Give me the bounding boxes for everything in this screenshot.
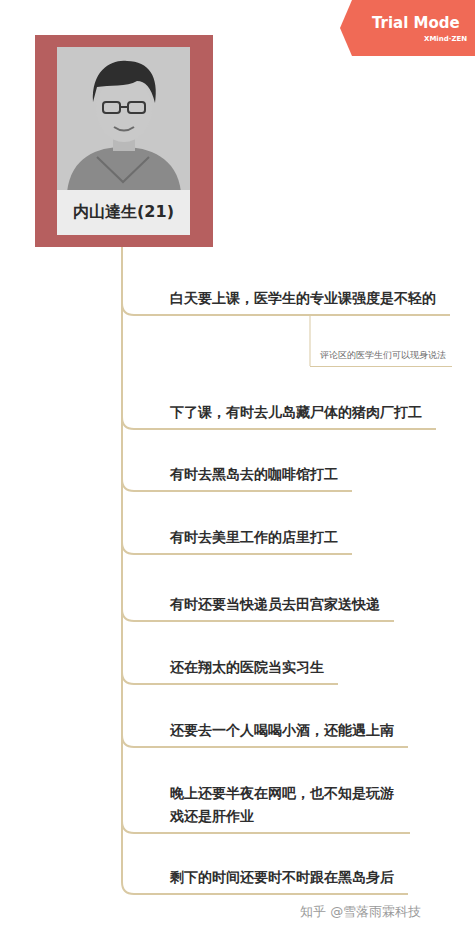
topic-text: 晚上还要半夜在网吧，也不知是玩游戏还是肝作业 (170, 782, 396, 827)
topic-text: 白天要上课，医学生的专业课强度是不轻的 (170, 287, 436, 309)
name-panel: 内山達生(21) (57, 190, 190, 235)
branch-line (122, 247, 155, 747)
topic-text: 评论区的医学生们可以现身说法 (320, 349, 446, 363)
branch-topic: 有时去美里工作的店里打工 (155, 523, 352, 555)
branch-line (122, 247, 155, 894)
sub-topic: 评论区的医学生们可以现身说法 (310, 347, 452, 368)
branch-topic: 剩下的时间还要时不时跟在黑岛身后 (155, 863, 408, 895)
topic-text: 还要去一个人喝喝小酒，还能遇上南 (170, 719, 394, 741)
branch-line (122, 247, 155, 315)
branch-topic: 还要去一个人喝喝小酒，还能遇上南 (155, 716, 408, 748)
branch-line (122, 247, 155, 684)
branch-line (122, 247, 155, 554)
branch-line (122, 247, 155, 491)
branch-line (122, 247, 155, 621)
topic-text: 有时还要当快递员去田宫家送快递 (170, 593, 380, 615)
topic-text: 下了课，有时去儿岛藏尸体的猪肉厂打工 (170, 401, 422, 423)
branch-topic: 有时还要当快递员去田宫家送快递 (155, 590, 394, 622)
badge-shape (340, 0, 475, 56)
branch-topic: 有时去黑岛去的咖啡馆打工 (155, 460, 352, 492)
topic-text: 剩下的时间还要时不时跟在黑岛身后 (170, 866, 394, 888)
branch-topic: 白天要上课，医学生的专业课强度是不轻的 (155, 284, 450, 316)
watermark: 知乎 @雪落雨霖科技 (300, 903, 421, 921)
portrait-photo (57, 47, 190, 192)
branch-topic: 还在翔太的医院当实习生 (155, 653, 338, 685)
branch-line (122, 247, 155, 833)
topic-text: 有时去黑岛去的咖啡馆打工 (170, 463, 338, 485)
topic-text: 还在翔太的医院当实习生 (170, 656, 324, 678)
branch-topic: 下了课，有时去儿岛藏尸体的猪肉厂打工 (155, 398, 436, 430)
trial-label: XMind·ZEN (424, 35, 467, 43)
trial-label: Trial Mode (372, 14, 460, 32)
root-card: 内山達生(21) (35, 35, 213, 247)
root-name: 内山達生(21) (73, 202, 174, 223)
branch-topic: 晚上还要半夜在网吧，也不知是玩游戏还是肝作业 (155, 779, 410, 834)
branch-line (122, 247, 155, 429)
topic-text: 有时去美里工作的店里打工 (170, 526, 338, 548)
